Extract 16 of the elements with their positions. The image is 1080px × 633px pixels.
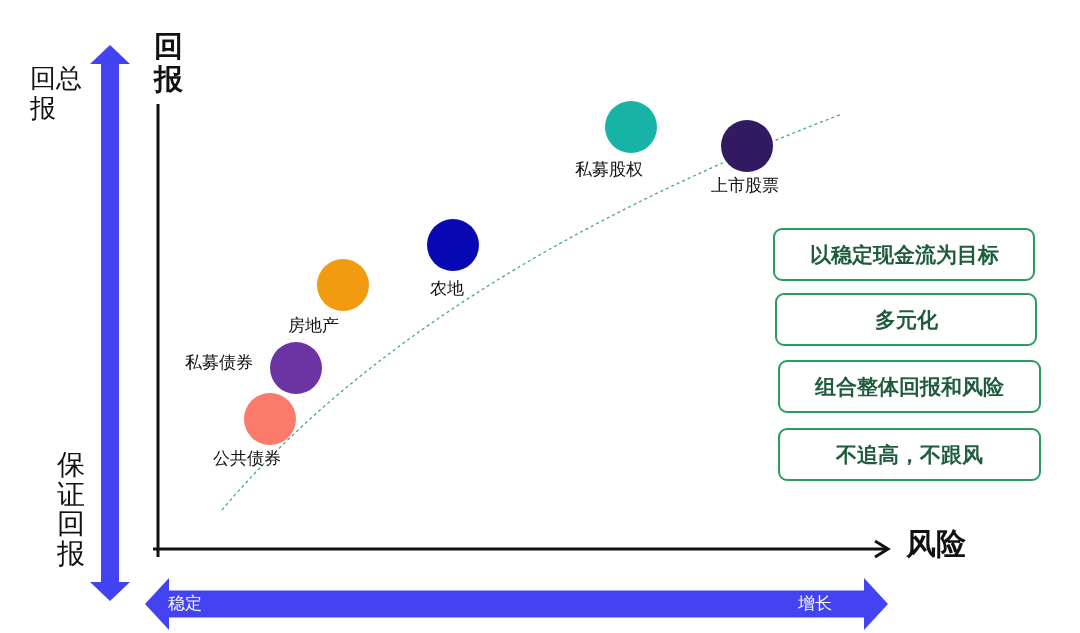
principle-box: 多元化 (775, 293, 1037, 346)
scale-label: 稳定 (168, 594, 202, 614)
asset-label: 公共债券 (213, 449, 281, 469)
asset-label: 农地 (430, 279, 464, 299)
scale-top-label: 回总报 (30, 63, 83, 123)
principle-box: 以稳定现金流为目标 (773, 228, 1035, 281)
principle-box: 不追高，不跟风 (778, 428, 1041, 481)
asset-label: 私募股权 (575, 160, 643, 180)
asset-label: 上市股票 (711, 176, 779, 196)
scale-label: 增长 (798, 594, 832, 614)
scale-bottom-label: 保证回报 (57, 450, 86, 568)
asset-label: 房地产 (288, 316, 339, 336)
axis-title: 回报 (154, 30, 184, 96)
asset-label: 私募债券 (185, 353, 253, 373)
axis-title: 风险 (906, 526, 966, 562)
principle-box: 组合整体回报和风险 (778, 360, 1041, 413)
